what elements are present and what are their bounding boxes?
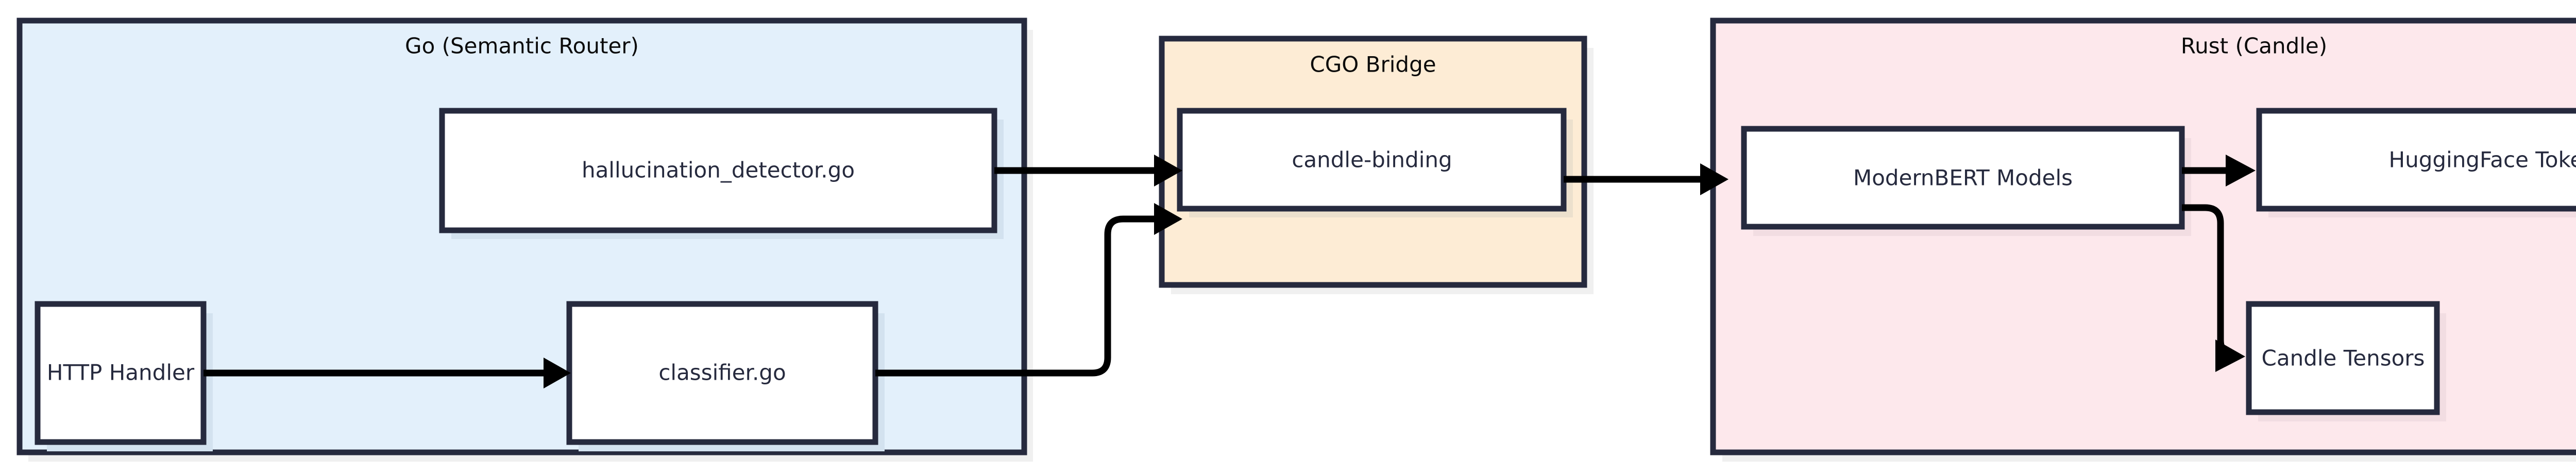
rust-cluster — [1710, 18, 2576, 455]
edge-hallucination-detector-to-candle-binding — [994, 155, 1182, 187]
go-cluster-title: Go (Semantic Router) — [405, 33, 639, 59]
cgo-cluster-title: CGO Bridge — [1310, 52, 1436, 77]
arrow-head-icon — [1700, 163, 1728, 195]
modernbert-label: ModernBERT Models — [1853, 165, 2073, 191]
hallucination-detector-label: hallucination_detector.go — [582, 158, 855, 183]
http-handler-node[interactable] — [35, 301, 207, 445]
arrow-head-icon — [544, 358, 571, 388]
candle-binding-label: candle-binding — [1292, 147, 1452, 173]
edge-http-handler-to-classifier — [204, 358, 571, 388]
edge-candle-binding-to-modernbert — [1564, 163, 1728, 195]
tokenizers-node[interactable] — [2256, 108, 2576, 212]
http-handler-label: HTTP Handler — [47, 360, 195, 385]
rust-cluster-title: Rust (Candle) — [2181, 33, 2327, 59]
edge-modernbert-to-tokenizers — [2182, 155, 2256, 187]
arrow-head-icon — [1154, 203, 1182, 235]
arrow-head-icon — [2226, 155, 2256, 187]
edge-modernbert-to-candle-tensors — [2182, 204, 2245, 372]
classifier-node[interactable] — [566, 301, 878, 445]
arrow-head-icon — [2215, 340, 2245, 372]
tokenizers-label: HuggingFace Tokenizers — [2389, 147, 2576, 173]
edge-classifier-to-candle-binding — [875, 203, 1182, 377]
candle-tensors-node[interactable] — [2246, 301, 2440, 415]
candle-binding-node[interactable] — [1177, 108, 1567, 212]
classifier-label: classifier.go — [658, 360, 786, 385]
arrow-head-icon — [1154, 155, 1182, 187]
candle-tensors-label: Candle Tensors — [2262, 346, 2425, 371]
modernbert-node[interactable] — [1741, 126, 2185, 230]
